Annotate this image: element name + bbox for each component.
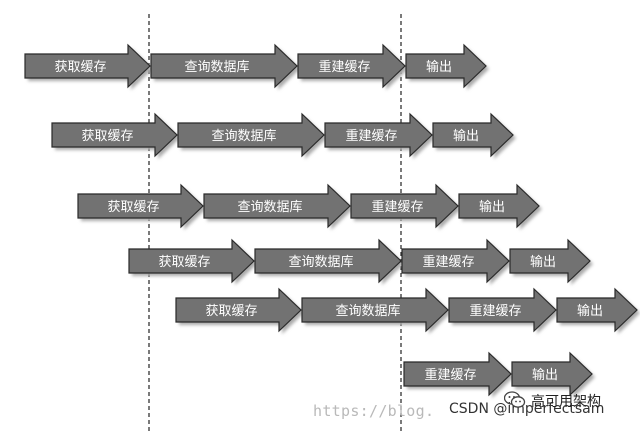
arrow-rebuild-cache: 重建缓存 <box>403 351 512 397</box>
arrow-output: 输出 <box>458 183 540 229</box>
arrow-query-db: 查询数据库 <box>254 238 402 284</box>
arrow-rebuild-cache: 重建缓存 <box>324 112 433 158</box>
arrow-shape <box>297 43 406 89</box>
arrow-rebuild-cache: 重建缓存 <box>297 43 406 89</box>
arrow-shape <box>350 183 459 229</box>
arrow-shape <box>77 183 204 229</box>
arrow-get-cache: 获取缓存 <box>175 287 302 333</box>
arrow-shape <box>177 112 325 158</box>
arrow-label: 获取缓存 <box>205 304 257 319</box>
arrow-label: 重建缓存 <box>422 254 474 270</box>
watermark-csdn: CSDN @imperfectsam <box>449 401 605 417</box>
arrow-output: 输出 <box>509 238 591 284</box>
arrow-output: 输出 <box>405 43 487 89</box>
wechat-logo-icon <box>504 391 526 408</box>
arrow-shape <box>511 351 593 397</box>
arrow-output: 输出 <box>511 351 593 397</box>
arrow-shape <box>403 351 512 397</box>
arrow-label: 重建缓存 <box>318 59 370 75</box>
arrow-shape <box>51 112 178 158</box>
arrow-shape <box>556 287 638 333</box>
arrow-label: 查询数据库 <box>184 59 249 75</box>
arrow-query-db: 查询数据库 <box>150 43 298 89</box>
arrow-get-cache: 获取缓存 <box>51 112 178 158</box>
arrow-label: 查询数据库 <box>237 199 302 215</box>
arrow-label: 查询数据库 <box>288 254 353 270</box>
arrow-shape <box>324 112 433 158</box>
watermark-url: https://blog. <box>313 402 435 420</box>
arrow-label: 获取缓存 <box>81 129 133 144</box>
arrow-shape <box>175 287 302 333</box>
arrow-label: 输出 <box>577 303 603 319</box>
arrow-label: 输出 <box>453 128 479 144</box>
arrow-output: 输出 <box>432 112 514 158</box>
arrow-shape <box>254 238 402 284</box>
arrow-shape <box>405 43 487 89</box>
arrow-label: 获取缓存 <box>54 60 106 75</box>
arrow-label: 输出 <box>532 367 558 383</box>
arrow-label: 获取缓存 <box>107 200 159 215</box>
arrow-label: 输出 <box>479 199 505 215</box>
arrow-label: 重建缓存 <box>469 303 521 319</box>
arrow-label: 查询数据库 <box>335 303 400 319</box>
arrow-label: 查询数据库 <box>211 128 276 144</box>
arrow-shape <box>448 287 557 333</box>
arrow-shape <box>401 238 510 284</box>
arrow-label: 重建缓存 <box>371 199 423 215</box>
arrow-output: 输出 <box>556 287 638 333</box>
arrow-rebuild-cache: 重建缓存 <box>350 183 459 229</box>
arrow-label: 重建缓存 <box>345 128 397 144</box>
arrow-get-cache: 获取缓存 <box>128 238 255 284</box>
arrow-shape <box>509 238 591 284</box>
arrow-label: 输出 <box>530 254 556 270</box>
arrow-shape <box>128 238 255 284</box>
arrow-shape <box>203 183 351 229</box>
arrow-query-db: 查询数据库 <box>177 112 325 158</box>
arrow-get-cache: 获取缓存 <box>77 183 204 229</box>
arrow-query-db: 查询数据库 <box>301 287 449 333</box>
arrow-shape <box>150 43 298 89</box>
arrows-layer: 获取缓存查询数据库重建缓存输出获取缓存查询数据库重建缓存输出获取缓存查询数据库重… <box>24 43 640 398</box>
arrow-get-cache: 获取缓存 <box>24 43 151 89</box>
arrow-shape <box>24 43 151 89</box>
arrow-label: 重建缓存 <box>424 367 476 383</box>
arrow-query-db: 查询数据库 <box>203 183 351 229</box>
arrow-shape <box>458 183 540 229</box>
arrow-label: 获取缓存 <box>158 255 210 270</box>
arrow-shape <box>432 112 514 158</box>
arrow-shape <box>301 287 449 333</box>
watermark-brand: 高可用架构 <box>531 394 601 410</box>
arrow-label: 输出 <box>426 59 452 75</box>
arrow-rebuild-cache: 重建缓存 <box>401 238 510 284</box>
arrow-rebuild-cache: 重建缓存 <box>448 287 557 333</box>
